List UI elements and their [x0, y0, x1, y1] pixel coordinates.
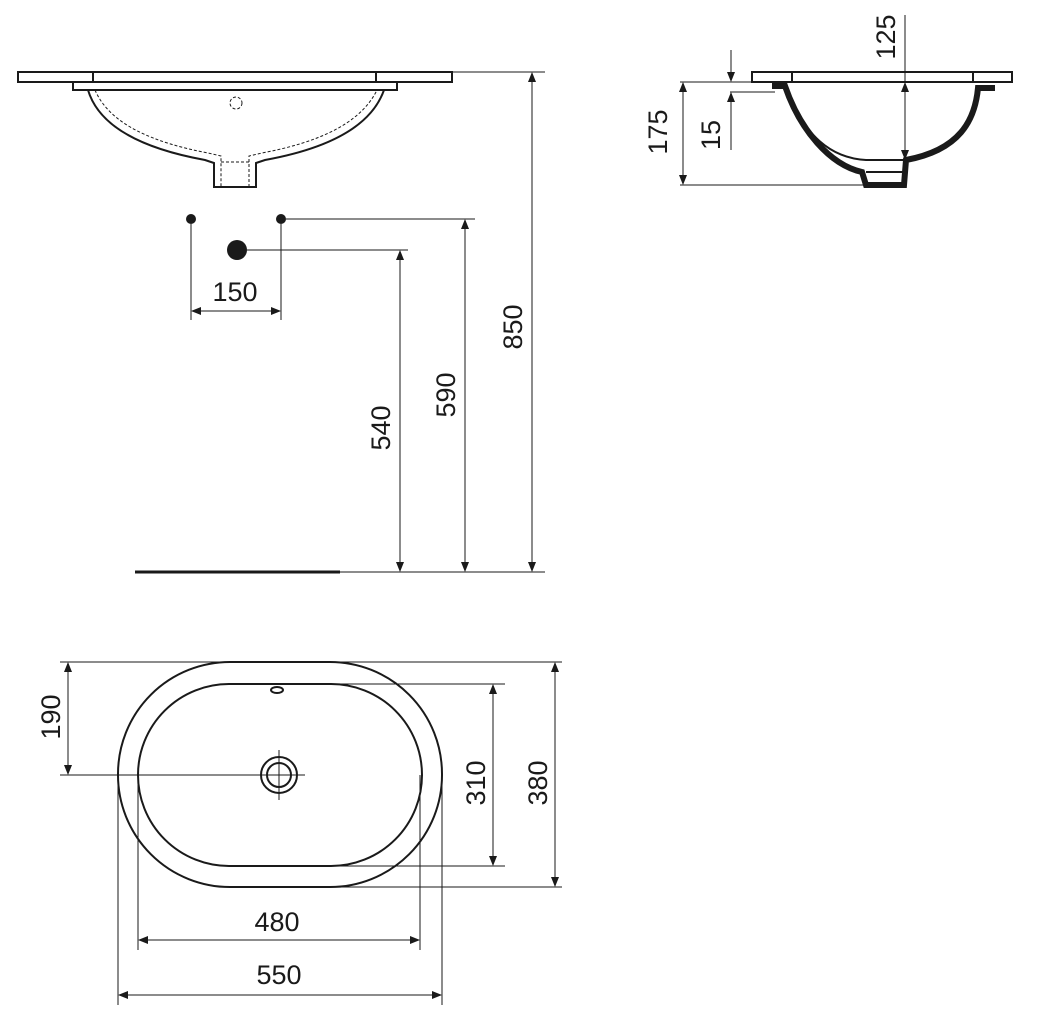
- overflow-hidden: [229, 96, 243, 110]
- basin-inner-hidden: [94, 89, 378, 187]
- dim-label-850: 850: [498, 304, 528, 349]
- dim-label-175: 175: [643, 109, 673, 154]
- drawing-line: [787, 91, 906, 161]
- front-elevation: 150 540 590 850: [17, 71, 545, 574]
- basin-outline: [87, 89, 385, 188]
- plan-view: 190 310 380 480 550: [36, 661, 562, 1005]
- countertop-opening: [92, 71, 377, 83]
- basin-section-outline: [772, 83, 995, 188]
- countertop-left-section: [17, 71, 94, 83]
- countertop-right-section: [375, 71, 453, 83]
- drawing-line: [972, 71, 1013, 83]
- dim-label-125: 125: [871, 14, 901, 59]
- dim-label-310: 310: [461, 760, 491, 805]
- waste-outlet: [227, 240, 247, 260]
- drawing-line: [751, 71, 793, 83]
- tap-hole-right: [276, 214, 286, 224]
- dim-label-15: 15: [696, 120, 726, 150]
- dim-label-540: 540: [366, 405, 396, 450]
- overflow-hole: [270, 686, 284, 694]
- dim-label-550: 550: [256, 960, 301, 990]
- dim-label-480: 480: [254, 907, 299, 937]
- side-section: 125 175 15: [643, 14, 1013, 188]
- tap-hole-left: [186, 214, 196, 224]
- dim-label-190: 190: [36, 694, 66, 739]
- dim-label-380: 380: [523, 760, 553, 805]
- dim-label-590: 590: [431, 372, 461, 417]
- basin-flange: [72, 81, 398, 91]
- drawing-line: [791, 71, 974, 83]
- dim-label-150: 150: [212, 277, 257, 307]
